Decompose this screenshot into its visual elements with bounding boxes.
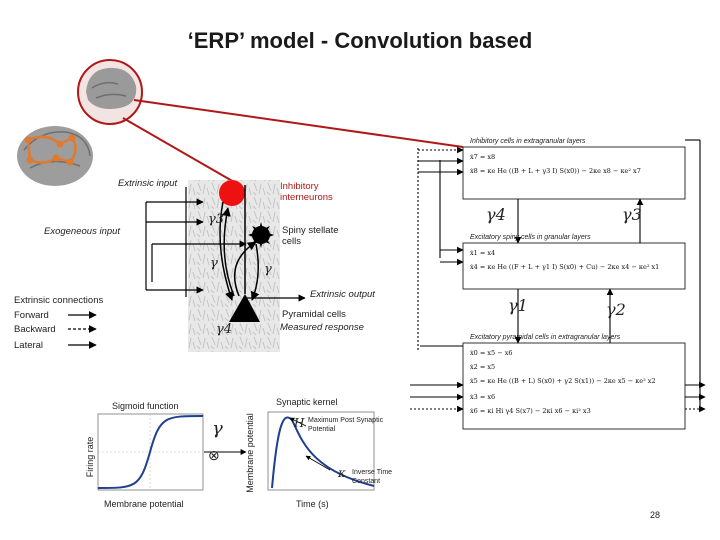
otimes-symbol: ⊗ [208, 447, 220, 463]
pyramidal-eq-box [462, 342, 686, 430]
pyramidal-eq-3: ẋ5 = κe He ((B + L) S(x0) + γ2 S(x1)) − … [470, 377, 656, 385]
sigmoid-xlabel: Membrane potential [104, 499, 184, 509]
spiny-eq-box [462, 242, 686, 290]
gamma-right-symbol: γ [264, 262, 272, 277]
connection-forward: Forward [14, 310, 49, 321]
sigmoid-curve [97, 415, 204, 489]
gamma-left-symbol: γ [210, 256, 218, 271]
measured-response-label: Measured response [280, 322, 364, 333]
kernel-ylabel: Membrane potential [245, 413, 255, 493]
kernel-plot [267, 411, 375, 491]
sigmoid-title: Sigmoid function [112, 401, 179, 411]
link-line-top [133, 99, 464, 148]
pyramidal-eq-1: ẋ0 = x5 − x6 [470, 349, 513, 357]
kernel-xlabel: Time (s) [296, 499, 329, 509]
equation-flow-arrows [410, 139, 706, 413]
sigmoid-gamma-symbol: γ [212, 418, 223, 439]
inhibitory-eq-box [462, 146, 686, 200]
kernel-title: Synaptic kernel [276, 397, 338, 407]
neuropil-background [188, 180, 280, 352]
page-number: 28 [650, 510, 661, 520]
gamma3-symbol: γ3 [208, 212, 225, 227]
gamma4-eq-symbol: γ4 [486, 205, 506, 224]
brain-image-left [17, 126, 93, 186]
sigmoid-ylabel: Firing rate [85, 436, 95, 478]
gamma1-eq-symbol: γ1 [508, 296, 528, 315]
pyramidal-neuron [229, 294, 260, 322]
connection-lateral: Lateral [14, 340, 44, 351]
pyramidal-eq-4: ẋ3 = x6 [470, 393, 496, 401]
kernel-kappa-label: Inverse Time Constant [352, 469, 393, 485]
spiny-eq-1: ẋ1 = x4 [470, 249, 496, 257]
inhibitory-label: Inhibitory interneurons [280, 181, 333, 203]
pyramidal-eq-2: ẋ2 = x5 [470, 363, 496, 371]
pyramidal-eq-title: Excitatory pyramidal cells in extragranu… [470, 334, 621, 341]
kernel-kappa-symbol: κ [338, 466, 346, 480]
connections-legend-arrows [68, 311, 97, 349]
extrinsic-input-arrows [145, 187, 247, 297]
gamma4-symbol: γ4 [216, 322, 233, 337]
extrinsic-output-label: Extrinsic output [310, 289, 375, 300]
inhibitory-eq-1: ẋ7 = x8 [470, 153, 496, 161]
gamma2-eq-symbol: γ2 [606, 300, 626, 319]
inhibitory-eq-title: Inhibitory cells in extragranular layers [470, 138, 586, 145]
connection-backward: Backward [14, 324, 56, 335]
sigmoid-plot [97, 413, 204, 491]
spiny-eq-2: ẋ4 = κe He ((F + L + γ1 I) S(x0) + Cu) −… [470, 263, 660, 271]
pyramidal-label: Pyramidal cells [282, 309, 346, 320]
inhibitory-neuron [219, 180, 245, 206]
link-line-middle [122, 117, 235, 183]
intrinsic-connections [219, 201, 260, 301]
kernel-H-symbol: H [294, 416, 305, 430]
exogenous-input-label: Exogeneous input [44, 226, 121, 237]
inhibitory-eq-2: ẋ8 = κe He ((B + L + γ3 I) S(x0)) − 2κe … [470, 167, 641, 175]
spiny-stellate-neuron [248, 222, 274, 248]
extrinsic-input-label: Extrinsic input [118, 178, 178, 189]
brain-image-top [77, 59, 143, 125]
spiny-eq-title: Excitatory spiny cells in granular layer… [470, 234, 591, 241]
kernel-H-label: Maximum Post Synaptic Potential [308, 417, 384, 433]
gamma3-eq-symbol: γ3 [622, 205, 642, 224]
connections-heading: Extrinsic connections [14, 295, 104, 306]
pyramidal-eq-5: ẋ6 = κi Hi γ4 S(x7) − 2κi x6 − κi² x3 [470, 407, 591, 415]
page-title: ‘ERP’ model - Convolution based [187, 28, 533, 53]
spiny-stellate-label: Spiny stellate cells [282, 225, 339, 247]
